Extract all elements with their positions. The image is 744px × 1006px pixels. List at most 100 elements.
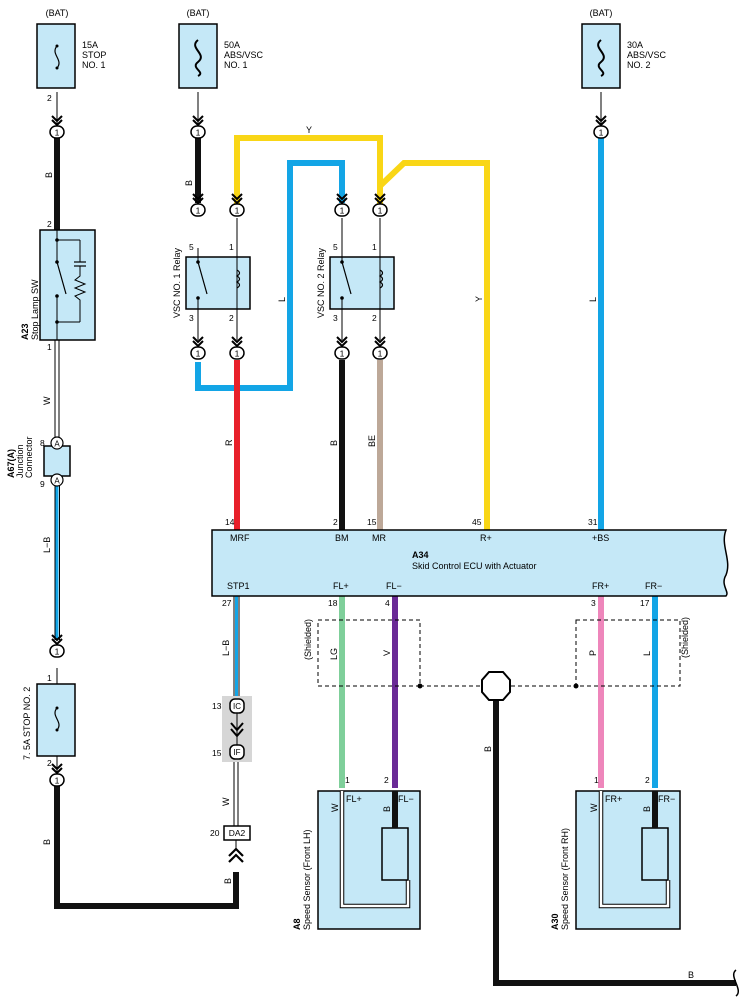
svg-text:FR+: FR+ [605,794,622,804]
svg-text:FL+: FL+ [333,581,349,591]
svg-text:P: P [588,650,598,656]
svg-text:A: A [54,477,60,486]
svg-text:3: 3 [189,313,194,323]
svg-text:W: W [221,797,231,806]
wire-y [234,135,383,204]
connector-marker: 1 [190,193,206,217]
svg-text:Speed Sensor (Front RH): Speed Sensor (Front RH) [560,828,570,930]
connector-marker-label: 1 [340,206,345,216]
speed-sensor-front-lh: FL+ FL− W B 1 2 A8 Speed Sensor (Front L… [292,775,421,930]
svg-text:FL−: FL− [386,581,402,591]
connector-marker-label: 1 [196,349,201,359]
svg-text:FL+: FL+ [346,794,362,804]
svg-text:IC: IC [233,702,241,711]
svg-text:Connector: Connector [24,436,34,478]
shield-right: (Shielded) [575,617,690,687]
svg-text:DA2: DA2 [229,828,246,838]
svg-text:2: 2 [229,313,234,323]
svg-text:45: 45 [472,517,482,527]
connector-marker: 1 [190,115,206,139]
svg-text:L: L [277,297,287,302]
svg-text:3: 3 [333,313,338,323]
svg-text:W: W [42,396,52,405]
connector-marker-label: 1 [196,128,201,138]
stop-lamp-switch: 2 1 A23 Stop Lamp SW [20,219,96,352]
connector-marker-label: 1 [235,206,240,216]
svg-text:B: B [44,172,54,178]
svg-text:A23: A23 [20,323,30,340]
connector-marker-label: 1 [599,128,604,138]
svg-text:3: 3 [591,598,596,608]
svg-text:B: B [382,806,392,812]
svg-text:1: 1 [229,242,234,252]
svg-text:FR+: FR+ [592,581,609,591]
svg-text:15: 15 [367,517,377,527]
svg-text:BM: BM [335,533,349,543]
fuse-amp: 15A [82,40,98,50]
ground-point [481,671,511,701]
continuation-mark [733,969,739,997]
svg-text:BE: BE [367,435,377,447]
connector-markers: 1 1 1 1 1 1 1 1 1 1 1 1 1 [49,115,609,787]
svg-text:VSC NO. 2 Relay: VSC NO. 2 Relay [316,247,326,318]
svg-text:2: 2 [372,313,377,323]
svg-text:W: W [330,803,340,812]
svg-text:STP1: STP1 [227,581,250,591]
svg-text:2: 2 [47,219,52,229]
wire-b-ground [493,700,736,986]
svg-text:B: B [329,440,339,446]
svg-text:1: 1 [47,342,52,352]
svg-text:4: 4 [385,598,390,608]
connector-marker-label: 1 [196,206,201,216]
svg-text:2: 2 [47,758,52,768]
svg-text:B: B [483,746,493,752]
svg-text:27: 27 [222,598,232,608]
speed-sensor-front-rh: FR+ FR− W B 1 2 A30 Speed Sensor (Front … [550,775,681,930]
svg-text:FR−: FR− [645,581,662,591]
svg-text:B: B [688,970,694,980]
svg-text:(BAT): (BAT) [590,8,613,18]
connector-marker: 1 [229,336,245,360]
svg-text:5: 5 [189,242,194,252]
connector-marker-label: 1 [55,647,60,657]
connector-marker-label: 1 [235,349,240,359]
connector-marker-label: 1 [55,128,60,138]
connector-marker-label: 1 [55,776,60,786]
svg-text:17: 17 [640,598,650,608]
shield-left: (Shielded) [303,619,421,687]
svg-text:15: 15 [212,748,222,758]
svg-text:B: B [184,180,194,186]
svg-text:Y: Y [474,296,484,302]
svg-text:L: L [642,651,652,656]
svg-text:9: 9 [40,479,45,489]
svg-text:V: V [382,650,392,656]
bat-label: (BAT) [46,8,69,18]
svg-text:LG: LG [329,648,339,660]
svg-text:A34: A34 [412,550,429,560]
svg-text:30A: 30A [627,40,643,50]
connector-marker-label: 1 [378,349,383,359]
vsc-no1-relay: 5 1 3 2 VSC NO. 1 Relay [172,218,251,340]
connector-ic: IC [229,698,245,714]
svg-text:8: 8 [40,438,45,448]
svg-text:20: 20 [210,828,220,838]
connector-marker: 1 [334,193,350,217]
svg-text:(BAT): (BAT) [187,8,210,18]
connector-marker: 1 [49,634,65,658]
svg-text:(Shielded): (Shielded) [303,619,313,660]
svg-text:L−B: L−B [221,640,231,656]
svg-text:R+: R+ [480,533,492,543]
wire-lb-junction [54,486,60,640]
svg-text:FR−: FR− [658,794,675,804]
svg-text:A: A [54,440,60,449]
svg-text:NO. 1: NO. 1 [82,60,106,70]
svg-text:2: 2 [47,93,52,103]
connector-marker: 1 [372,336,388,360]
svg-text:R: R [224,439,234,446]
svg-text:W: W [589,803,599,812]
connector-marker-label: 1 [340,349,345,359]
wire-b-stop2 [54,786,239,909]
vsc-no2-relay: 5 1 3 2 VSC NO. 2 Relay [316,218,395,340]
connector-marker: 1 [49,763,65,787]
svg-text:IF: IF [233,748,240,757]
